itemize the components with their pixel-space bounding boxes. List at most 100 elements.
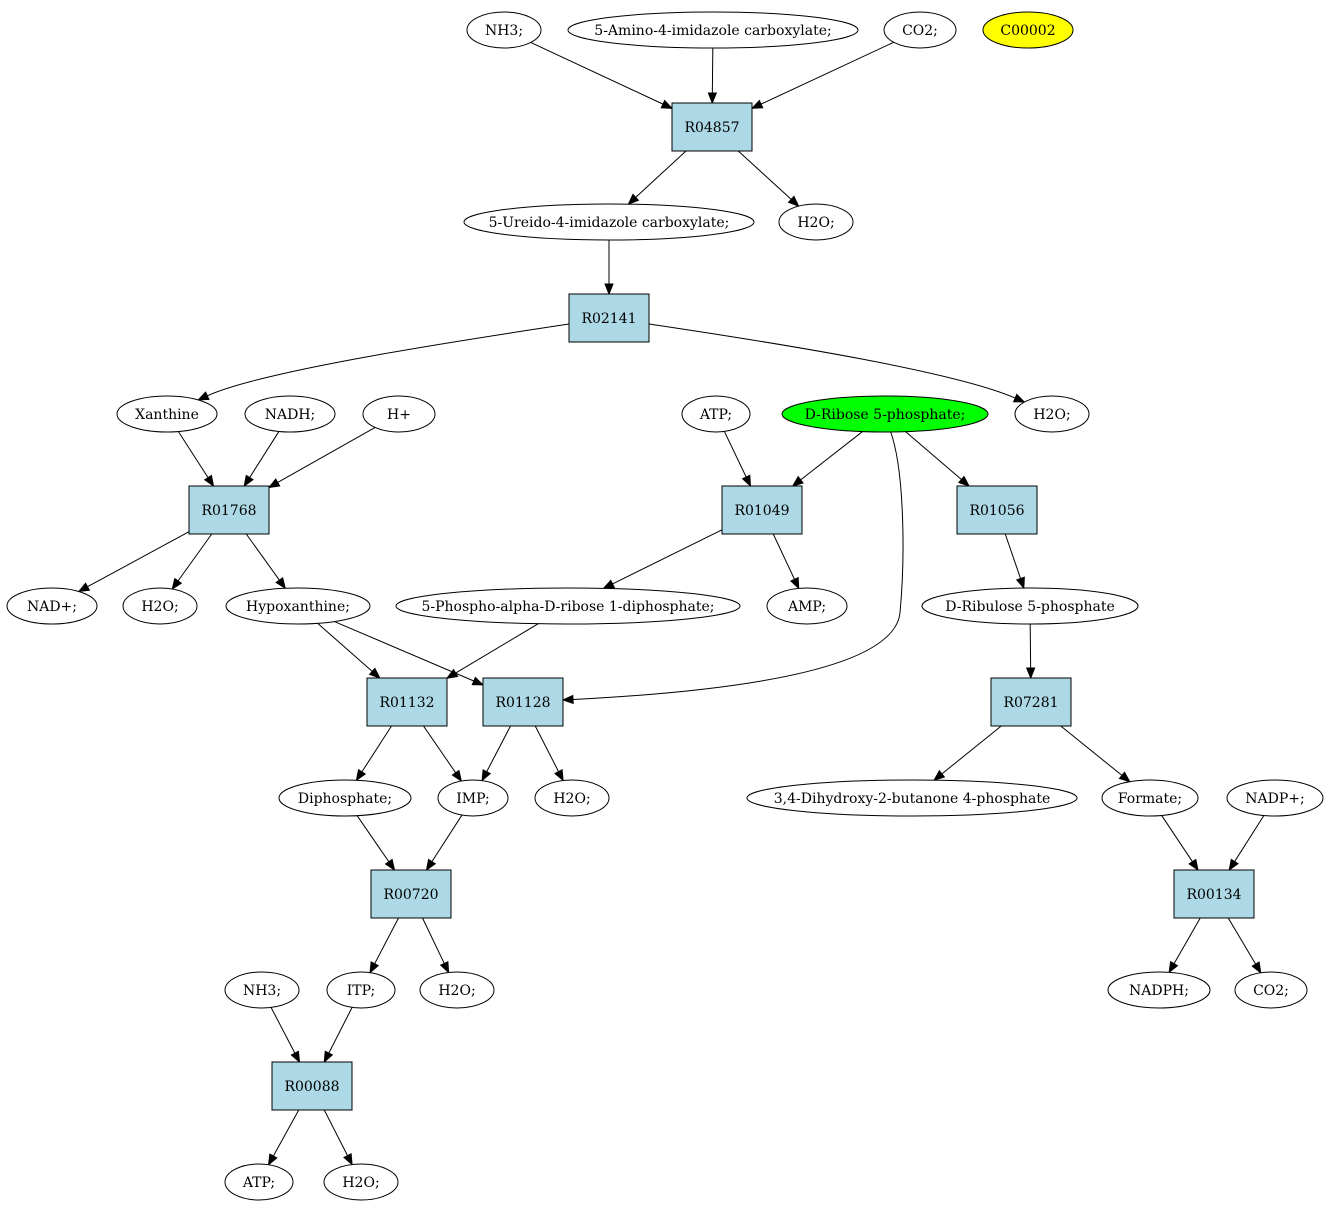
compound-ellipse (437, 779, 509, 817)
compound-node-co2_b: CO2; (1234, 971, 1308, 1009)
node-label: AMP; (787, 599, 826, 615)
compound-node-nadplus: NAD+; (6, 587, 98, 625)
edge-r00720-to-h2o_e-arrowhead (439, 960, 450, 974)
edge-nadpplus-to-r00134 (1234, 815, 1265, 862)
reaction-node-r01049: R01049 (721, 485, 803, 535)
node-label: Formate; (1118, 791, 1182, 807)
edge-r04857-to-uica (635, 150, 687, 198)
edge-hypox-to-r01128 (334, 621, 474, 682)
edge-r01132-to-imp (423, 725, 457, 774)
compound-node-h2o_b: H2O; (1014, 395, 1090, 433)
compound-ellipse (463, 203, 755, 241)
compound-ellipse (6, 587, 98, 625)
compound-ellipse (466, 11, 542, 49)
compound-ellipse (1234, 971, 1308, 1009)
edge-r02141-to-xanthine-arrowhead (196, 391, 210, 401)
nodes-layer: NH3;5-Amino-4-imidazole carboxylate;CO2;… (6, 11, 1324, 1201)
edge-r07281-to-dhbp-arrowhead (933, 769, 946, 782)
node-label: R07281 (1003, 695, 1058, 711)
node-label: H2O; (797, 215, 834, 231)
reaction-box (721, 485, 803, 535)
edge-imp-to-r00720-arrowhead (425, 858, 437, 872)
node-label: ATP; (242, 1175, 275, 1191)
edge-nadpplus-to-r00134-arrowhead (1228, 858, 1239, 872)
reaction-box (956, 485, 1038, 535)
node-label: Xanthine (135, 407, 199, 423)
edge-r00720-to-itp (374, 917, 399, 965)
edge-itp-to-r00088 (328, 1007, 353, 1054)
edge-ppi-to-r00720 (356, 815, 390, 863)
edge-r01049-to-amp (772, 533, 795, 580)
edge-r01056-to-ru5p (1004, 533, 1022, 579)
reaction-node-r01128: R01128 (482, 677, 564, 727)
edge-r00134-to-co2_b (1227, 917, 1257, 965)
edge-nh3_b-to-r00088 (270, 1007, 296, 1054)
edge-hplus-to-r01768 (277, 427, 376, 483)
edge-r01128-to-h2o_d-arrowhead (554, 769, 564, 782)
node-label: NH3; (243, 983, 281, 999)
edge-r00088-to-h2o_f (323, 1109, 348, 1156)
node-label: R00720 (383, 887, 438, 903)
edge-r01132-to-imp-arrowhead (451, 769, 463, 783)
edge-atp_a-to-r01049 (723, 431, 747, 478)
node-label: NADPH; (1129, 983, 1189, 999)
edge-nh3_a-to-r04857 (530, 42, 664, 105)
reaction-node-r01132: R01132 (366, 677, 448, 727)
node-label: CO2; (902, 23, 938, 39)
edge-r00088-to-atp_b-arrowhead (267, 1153, 278, 1166)
compound-node-uica: 5-Ureido-4-imidazole carboxylate; (463, 203, 755, 241)
reaction-node-r04857: R04857 (671, 102, 753, 152)
edge-r07281-to-formate-arrowhead (1118, 771, 1131, 783)
compound-ellipse (278, 779, 412, 817)
edge-formate-to-r00134 (1161, 815, 1193, 862)
compound-node-nadpplus: NADP+; (1226, 779, 1324, 817)
compound-ellipse (781, 395, 989, 433)
reaction-node-r00088: R00088 (271, 1061, 353, 1111)
compound-ellipse (224, 971, 300, 1009)
compound-node-imp: IMP; (437, 779, 509, 817)
compound-ellipse (1226, 779, 1324, 817)
node-label: C00002 (1000, 23, 1055, 39)
compound-ellipse (323, 1163, 399, 1201)
compound-ellipse (224, 1163, 294, 1201)
node-label: H2O; (553, 791, 590, 807)
edge-r01768-to-nadplus-arrowhead (77, 582, 91, 593)
edge-r01768-to-h2o_c (177, 533, 213, 582)
edge-r01768-to-nadplus (87, 531, 190, 588)
edges-layer (77, 41, 1265, 1166)
edge-r04857-to-uica-arrowhead (627, 193, 640, 206)
compound-node-itp: ITP; (326, 971, 396, 1009)
compound-node-atp_b: ATP; (224, 1163, 294, 1201)
edge-hypox-to-r01132 (317, 622, 373, 672)
edge-nadh-to-r01768 (249, 431, 280, 478)
compound-node-hypox: Hypoxanthine; (225, 587, 371, 625)
edge-r01768-to-hypox (245, 533, 280, 581)
edge-ppi-to-r00720-arrowhead (384, 858, 396, 872)
edge-r01768-to-h2o_c-arrowhead (171, 577, 183, 591)
compound-node-hplus: H+ (362, 395, 436, 433)
reaction-node-r02141: R02141 (568, 293, 650, 343)
compound-node-c00002: C00002 (982, 11, 1074, 49)
edge-ru5p-to-r07281-arrowhead (1025, 667, 1036, 680)
edge-r00134-to-nadph-arrowhead (1168, 960, 1179, 974)
reaction-box (482, 677, 564, 727)
compound-ellipse (883, 11, 957, 49)
compound-ellipse (116, 395, 218, 433)
compound-ellipse (567, 11, 859, 49)
edge-nh3_a-to-r04857-arrowhead (660, 99, 674, 109)
edge-r00720-to-h2o_e (422, 917, 445, 964)
edge-r01768-to-hypox-arrowhead (275, 576, 287, 590)
node-label: H2O; (1033, 407, 1070, 423)
edge-xanthine-to-r01768-arrowhead (203, 474, 215, 488)
reaction-box (188, 485, 270, 535)
compound-node-formate: Formate; (1101, 779, 1199, 817)
reaction-node-r00134: R00134 (1173, 869, 1255, 919)
compound-node-nadh: NADH; (244, 395, 336, 433)
edge-nadh-to-r01768-arrowhead (243, 474, 254, 488)
edge-itp-to-r00088-arrowhead (323, 1050, 334, 1064)
node-label: 5-Phospho-alpha-D-ribose 1-diphosphate; (421, 599, 714, 615)
reaction-box (1173, 869, 1255, 919)
compound-node-co2_a: CO2; (883, 11, 957, 49)
node-label: R02141 (581, 311, 636, 327)
compound-ellipse (1014, 395, 1090, 433)
